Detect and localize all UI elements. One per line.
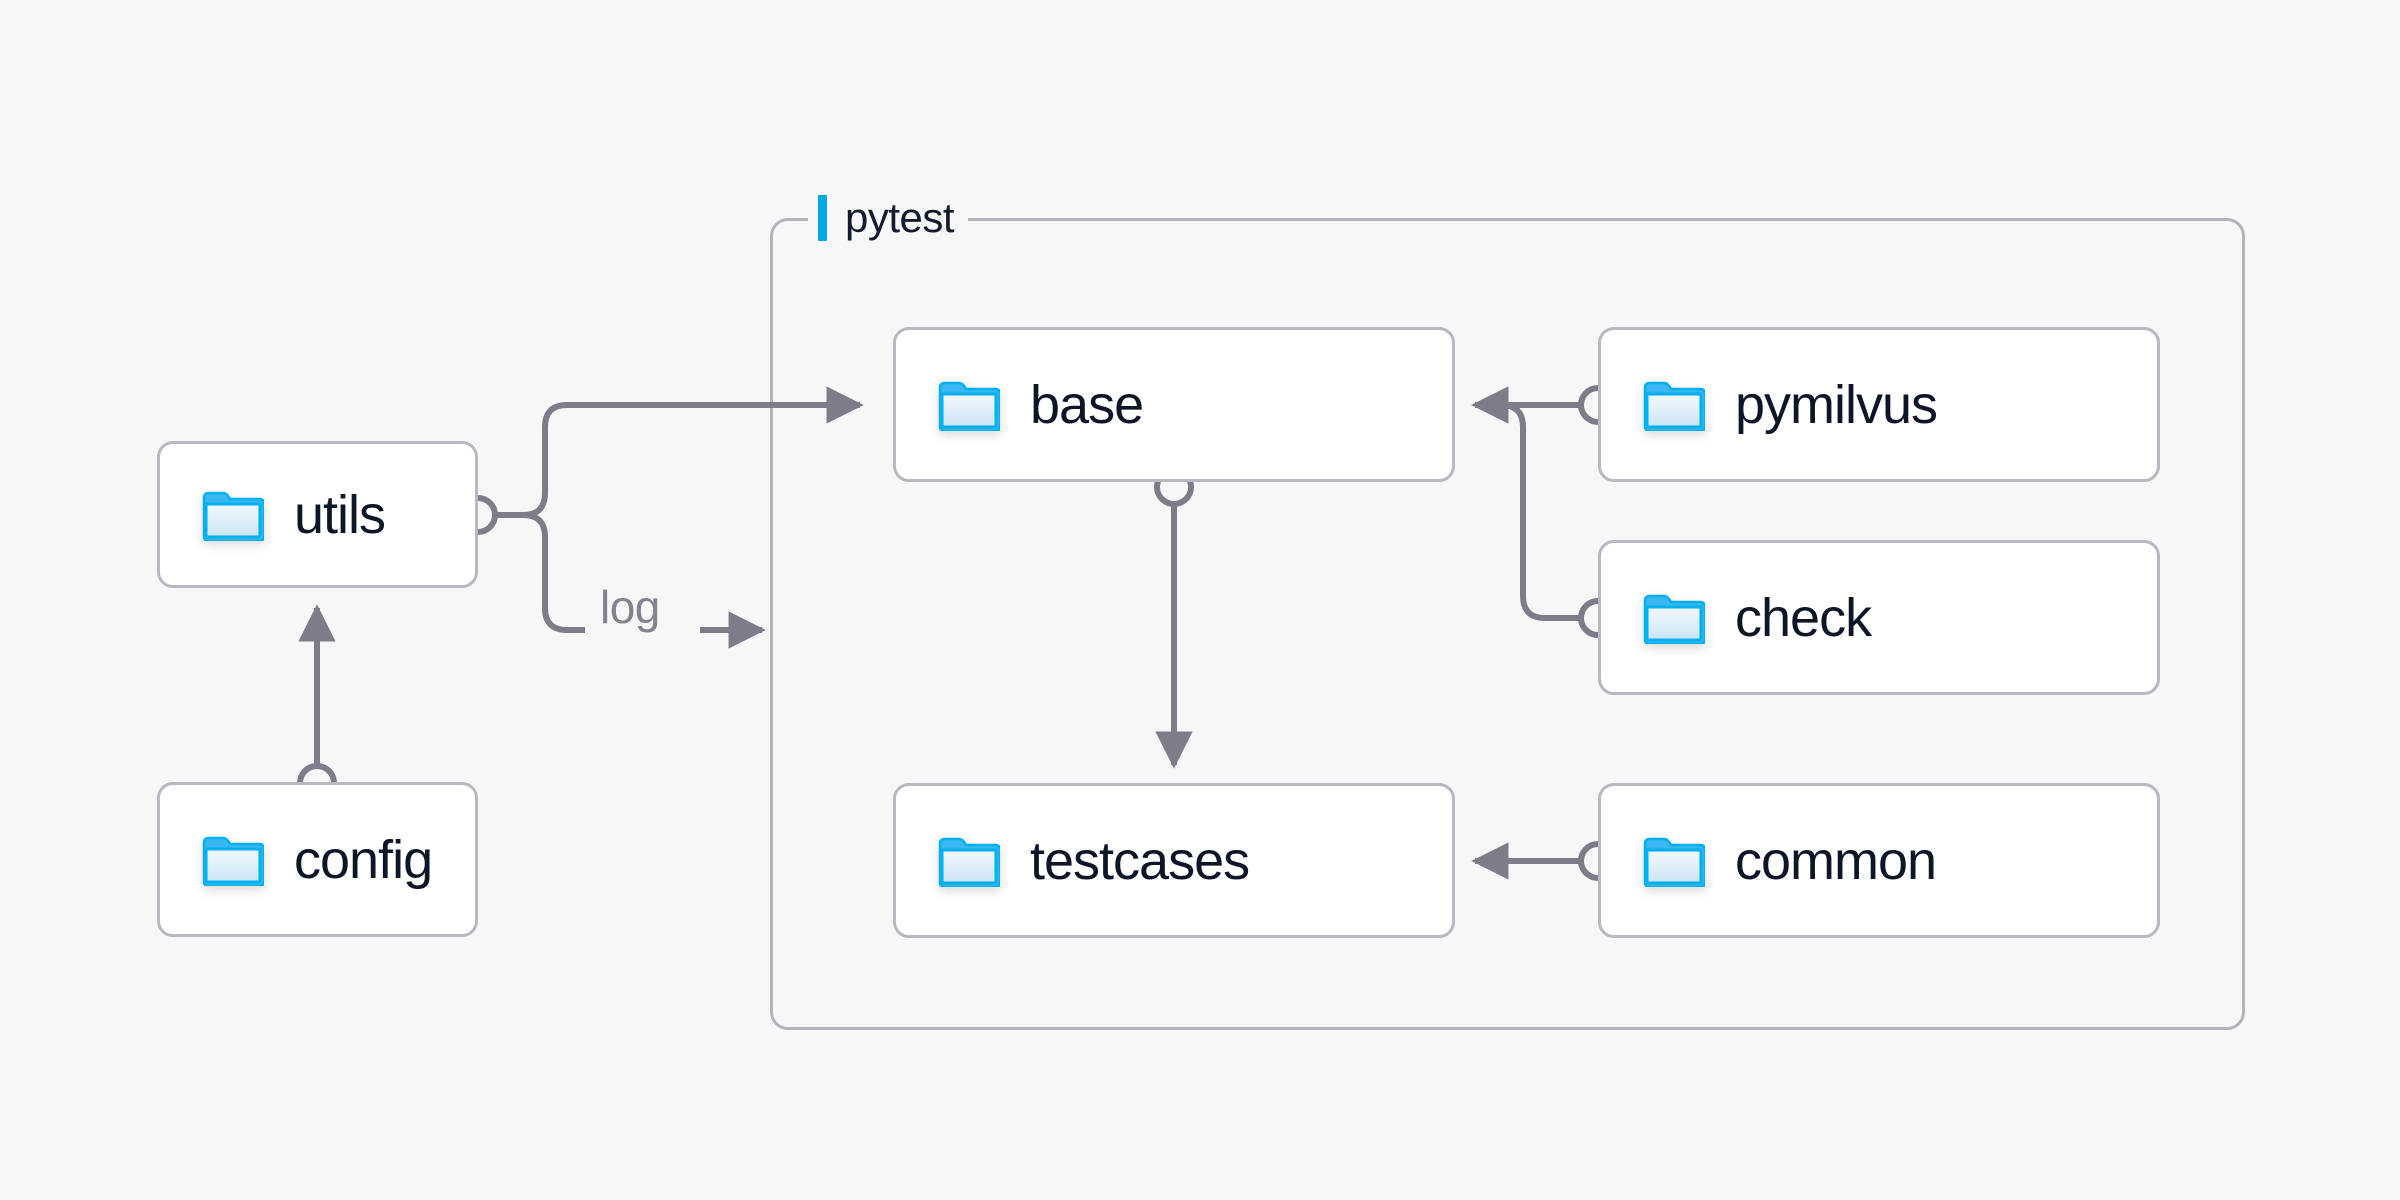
folder-icon (938, 379, 1002, 432)
group-container-pytest[interactable] (770, 218, 2245, 1030)
node-label-config: config (294, 829, 433, 890)
node-pymilvus[interactable]: pymilvus (1598, 327, 2160, 482)
node-label-check: check (1735, 587, 1872, 648)
folder-icon (1643, 592, 1707, 645)
node-label-common: common (1735, 830, 1937, 891)
node-label-testcases: testcases (1030, 830, 1250, 891)
folder-icon (938, 835, 1002, 888)
edge-label-log: log (600, 581, 660, 633)
group-label-text: pytest (845, 194, 955, 241)
node-base[interactable]: base (893, 327, 1455, 482)
folder-icon (1643, 379, 1707, 432)
folder-icon (202, 834, 266, 887)
folder-icon (1643, 835, 1707, 888)
node-label-pymilvus: pymilvus (1735, 374, 1938, 435)
edge-utils-to-log (522, 512, 585, 633)
node-testcases[interactable]: testcases (893, 783, 1455, 938)
node-config[interactable]: config (157, 782, 478, 937)
node-label-base: base (1030, 374, 1144, 435)
group-accent-bar (818, 195, 827, 241)
node-common[interactable]: common (1598, 783, 2160, 938)
node-utils[interactable]: utils (157, 441, 478, 588)
node-label-utils: utils (294, 484, 386, 545)
node-check[interactable]: check (1598, 540, 2160, 695)
group-label-pytest: pytest (808, 190, 969, 246)
folder-icon (202, 489, 266, 542)
